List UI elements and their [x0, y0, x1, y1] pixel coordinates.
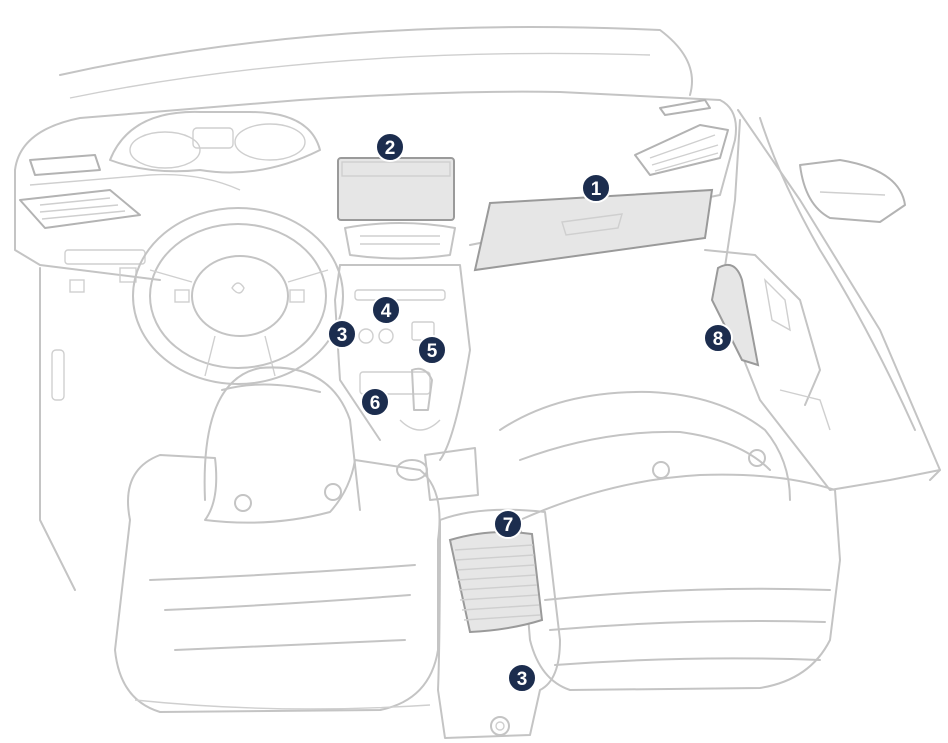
dashboard-outline: [14, 90, 737, 246]
marker-5-label: 5: [427, 341, 438, 362]
marker-7-label: 7: [503, 515, 514, 536]
marker-7: 7: [493, 509, 523, 539]
driver-seat: [114, 366, 441, 713]
marker-3b: 3: [507, 663, 537, 693]
passenger-seat: [499, 390, 841, 691]
marker-5-circle: [417, 335, 447, 365]
marker-2-label: 2: [385, 138, 396, 159]
marker-2: 2: [375, 132, 405, 162]
door-storage-pocket: [710, 264, 760, 367]
marker-7-circle: [493, 509, 523, 539]
marker-4-label: 4: [381, 301, 392, 322]
touchscreen: [337, 157, 455, 221]
right-door: [704, 109, 941, 491]
instrument-cluster: [109, 110, 321, 174]
marker-8-circle: [703, 323, 733, 353]
marker-2-circle: [375, 132, 405, 162]
right-air-vent: [634, 99, 729, 176]
marker-1-label: 1: [591, 179, 602, 200]
marker-6-label: 6: [370, 393, 381, 414]
steering-wheel: [132, 207, 344, 385]
marker-8-label: 8: [713, 329, 724, 350]
marker-5: 5: [417, 335, 447, 365]
marker-1-circle: [581, 173, 611, 203]
marker-3a-label: 3: [337, 325, 348, 346]
marker-6: 6: [360, 387, 390, 417]
marker-3a: 3: [327, 319, 357, 349]
armrest-storage: [437, 508, 561, 739]
marker-3a-circle: [327, 319, 357, 349]
marker-4: 4: [371, 295, 401, 325]
marker-3b-label: 3: [517, 669, 528, 690]
marker-1: 1: [581, 173, 611, 203]
marker-8: 8: [703, 323, 733, 353]
left-air-vent: [19, 154, 141, 229]
marker-6-circle: [360, 387, 390, 417]
marker-3b-circle: [507, 663, 537, 693]
windscreen-outline: [59, 26, 693, 96]
marker-4-circle: [371, 295, 401, 325]
glove-box: [473, 188, 714, 272]
